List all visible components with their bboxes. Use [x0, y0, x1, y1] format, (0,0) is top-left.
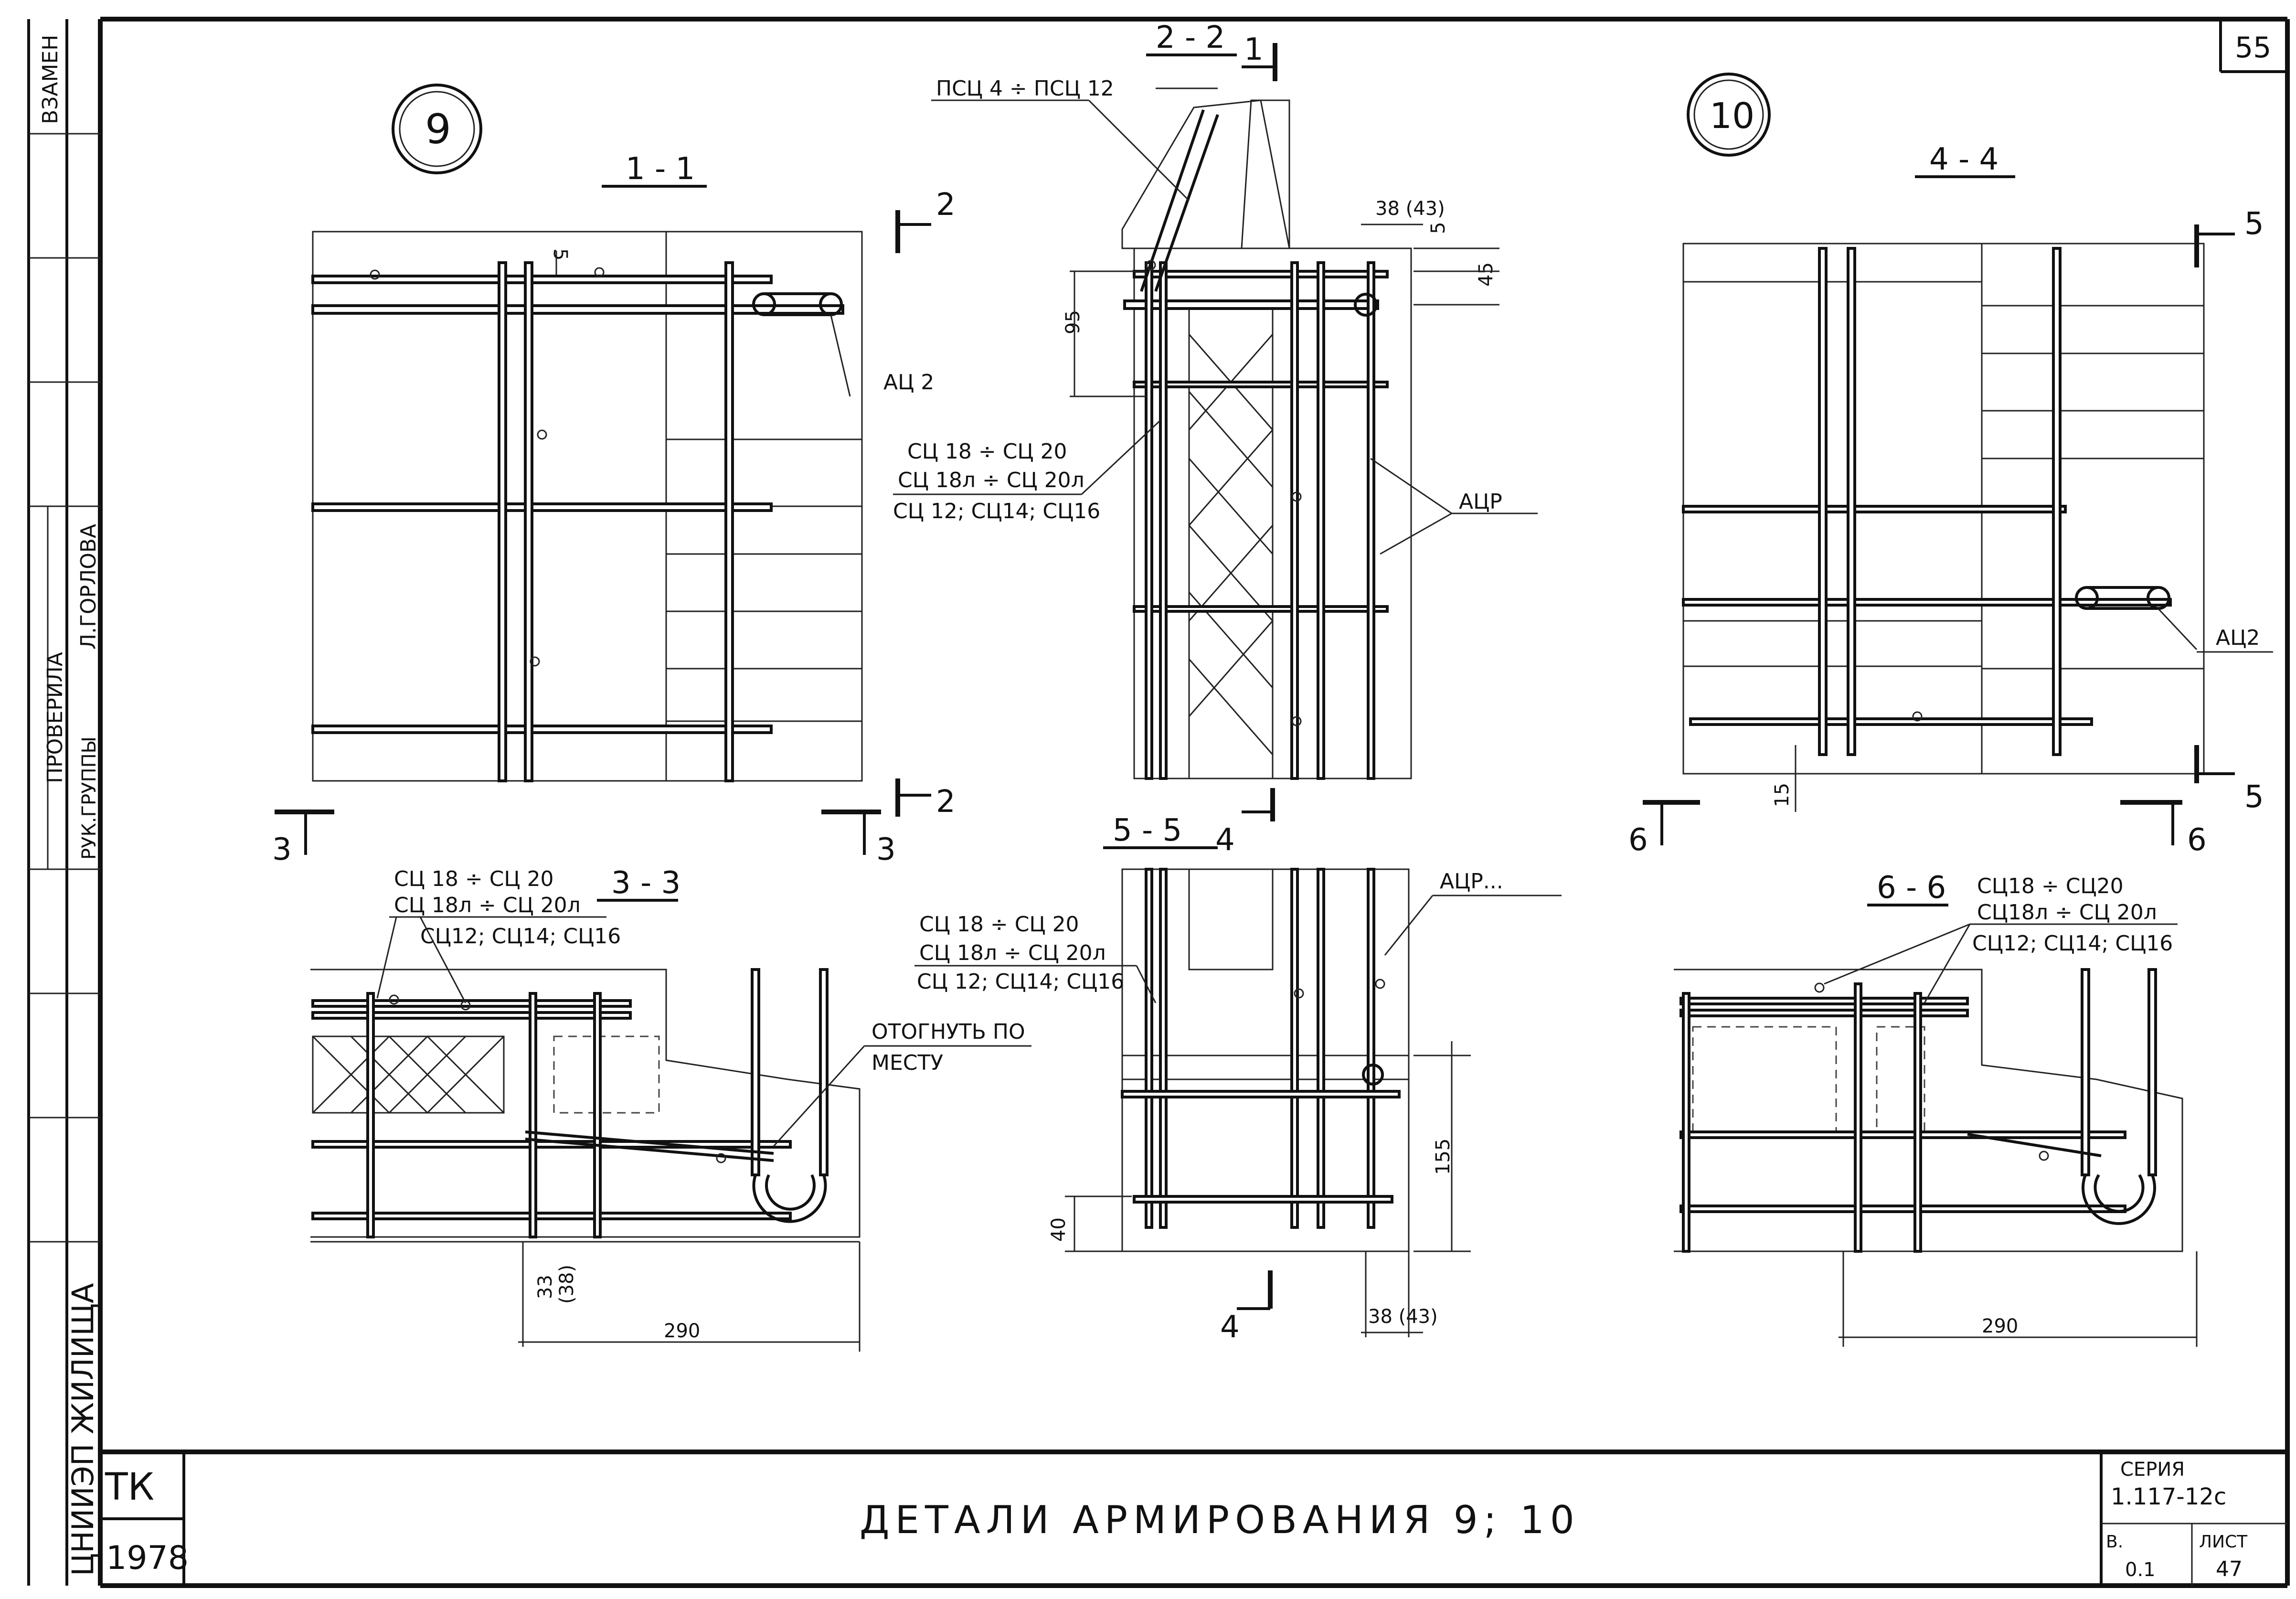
- acr-label-5-5: АЦР...: [1440, 869, 1503, 894]
- cut-mark-6a: 6: [1628, 822, 1648, 858]
- dim-38-43-top: 38 (43): [1375, 198, 1445, 220]
- sc-label-top-1: СЦ 18 ÷ СЦ 20: [907, 439, 1067, 464]
- dim-155: 155: [1432, 1139, 1454, 1175]
- cut-mark-4b: 4: [1220, 1310, 1240, 1345]
- cut-mark-3b: 3: [876, 832, 896, 867]
- section-5-5-title: 5 - 5: [1113, 813, 1182, 848]
- dim-38-paren: (38): [556, 1265, 578, 1304]
- sc-label-top-2: СЦ 18л ÷ СЦ 20л: [898, 468, 1084, 492]
- issue-value: 0.1: [2125, 1559, 2156, 1581]
- cut-marker-2-bottom: 2: [895, 778, 956, 820]
- cut-mark-5b: 5: [2244, 779, 2264, 815]
- section-6-6-drawing: [1674, 968, 2183, 1253]
- section-1-1-title: 1 - 1: [626, 151, 695, 187]
- section-4-4-drawing: [1682, 243, 2205, 775]
- cut-marker-6-right: 6: [2120, 800, 2207, 858]
- section-6-6-title: 6 - 6: [1877, 870, 1946, 906]
- cut-mark-2b: 2: [936, 784, 956, 820]
- checked-label: ПРОВЕРИЛА: [43, 652, 67, 783]
- group-head-label: РУК.ГРУППЫ: [78, 736, 100, 860]
- tk-label: ТК: [105, 1466, 154, 1509]
- cut-marker-5-bottom: 5: [2194, 745, 2264, 815]
- sc-label-5-5-2: СЦ 18л ÷ СЦ 20л: [919, 941, 1106, 965]
- dim-290-right: 290: [1982, 1315, 2018, 1337]
- cut-marker-3-right: 3: [821, 810, 896, 867]
- cut-marker-2-top: 2: [895, 187, 956, 253]
- sc-label-top-3: СЦ 12; СЦ14; СЦ16: [893, 499, 1100, 523]
- cut-mark-1: 1: [1244, 32, 1264, 67]
- dim-33: 33: [534, 1275, 556, 1299]
- vzamen-label: ВЗАМЕН: [38, 35, 63, 124]
- section-3-3-title: 3 - 3: [611, 865, 680, 901]
- section-5-5-drawing: [1121, 868, 1410, 1252]
- bend-label-line-1: ОТОГНУТЬ ПО: [872, 1020, 1025, 1044]
- cut-mark-5a: 5: [2244, 206, 2264, 242]
- acr-label-2-2: АЦР: [1459, 490, 1502, 514]
- detail-10-number: 10: [1710, 96, 1754, 137]
- cut-marker-3-left: 3: [272, 810, 334, 867]
- cut-marker-4-mid: 4: [1215, 788, 1275, 858]
- sc-label-6-6-2: СЦ18л ÷ СЦ 20л: [1977, 900, 2157, 925]
- sheet-frame: [27, 17, 2290, 1588]
- cut-mark-6b: 6: [2187, 822, 2207, 858]
- section-2-2-title: 2 - 2: [1156, 20, 1225, 55]
- sc-label-3-3-3: СЦ12; СЦ14; СЦ16: [420, 924, 621, 949]
- issue-label: В.: [2106, 1532, 2123, 1552]
- sc-label-3-3-1: СЦ 18 ÷ СЦ 20: [394, 867, 554, 891]
- section-2-2-drawing: [1121, 87, 1412, 780]
- dim-45: 45: [1475, 262, 1497, 287]
- sc-label-6-6-3: СЦ12; СЦ14; СЦ16: [1972, 931, 2173, 956]
- dim-5-section-2-2: 5: [1427, 222, 1449, 234]
- sc-label-3-3-2: СЦ 18л ÷ СЦ 20л: [394, 893, 581, 917]
- cut-marker-5-top: 5: [2194, 206, 2264, 267]
- cut-marker-1-top: 1: [1242, 32, 1277, 81]
- sc-label-5-5-1: СЦ 18 ÷ СЦ 20: [919, 912, 1079, 937]
- detail-9-number: 9: [425, 106, 451, 153]
- section-1-1-drawing: [311, 231, 863, 782]
- ac2-label-4-4: АЦ2: [2216, 626, 2260, 650]
- psc-label: ПСЦ 4 ÷ ПСЦ 12: [936, 76, 1114, 101]
- cut-mark-4a: 4: [1215, 822, 1235, 858]
- checked-name: Л.ГОРЛОВА: [76, 524, 101, 650]
- section-4-4-title: 4 - 4: [1929, 142, 1998, 177]
- sc-label-5-5-3: СЦ 12; СЦ14; СЦ16: [917, 970, 1124, 994]
- ac2-label-1-1: АЦ 2: [883, 370, 934, 394]
- detail-9-marker: 9: [392, 84, 482, 174]
- sheet-value: 47: [2216, 1557, 2243, 1581]
- dim-5-section-1-1: 5: [549, 248, 571, 260]
- series-label: СЕРИЯ: [2120, 1459, 2185, 1481]
- page-number: 55: [2235, 31, 2271, 64]
- year-label: 1978: [106, 1539, 189, 1577]
- cut-marker-4-bottom: 4: [1220, 1270, 1273, 1345]
- cut-marker-6-left: 6: [1628, 800, 1700, 858]
- drawing-title: ДЕТАЛИ АРМИРОВАНИЯ 9; 10: [860, 1498, 1580, 1542]
- detail-10-marker: 10: [1687, 73, 1771, 157]
- cut-mark-2a: 2: [936, 187, 956, 223]
- cut-mark-3a: 3: [272, 832, 292, 867]
- sc-label-6-6-1: СЦ18 ÷ СЦ20: [1977, 874, 2124, 898]
- dim-15: 15: [1771, 783, 1793, 807]
- dim-40: 40: [1048, 1217, 1070, 1242]
- dim-95: 95: [1062, 310, 1084, 334]
- dim-38-43-bottom: 38 (43): [1368, 1306, 1438, 1328]
- dim-290-left: 290: [664, 1320, 700, 1342]
- sheet-label: ЛИСТ: [2199, 1532, 2248, 1552]
- bend-label-line-2: МЕСТУ: [872, 1051, 943, 1075]
- series-value: 1.117-12с: [2111, 1483, 2226, 1510]
- organization-name: ЦНИИЭП ЖИЛИЩА: [65, 1283, 100, 1576]
- section-3-3-drawing: [310, 968, 861, 1243]
